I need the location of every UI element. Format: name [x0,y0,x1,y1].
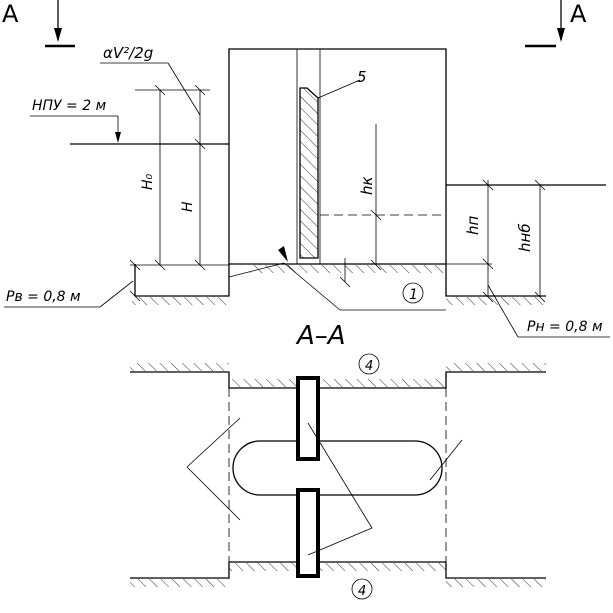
pn-label: Pн = 0,8 м [527,319,603,335]
gate-item-5 [299,87,319,259]
hnb-label: hнб [516,223,534,252]
section-aa-view: А–А 4 4 [130,321,546,600]
hp-label: hп [464,215,482,235]
section-marker-left: А [2,0,75,48]
npu-label: НПУ = 2 м [32,98,107,114]
structure-outline [135,48,546,297]
hk-label: hк [358,176,376,195]
item-4-top-label: 4 [365,359,373,374]
item-5-label: 5 [357,68,367,86]
h0-label: Н₀ [140,173,156,190]
h-label: Н [180,201,196,212]
item-1-label: 1 [409,287,418,303]
elevation-view: А А 5 [2,0,610,338]
section-letter-left: А [2,0,19,28]
velocity-head-label: αV²/2g [103,44,153,62]
pv-label: Pв = 0,8 м [6,289,81,305]
section-marker-right: А [525,0,587,48]
item-4-bottom-label: 4 [358,584,366,599]
section-letter-right: А [570,0,587,28]
section-title: А–А [295,321,346,351]
central-pier [232,440,443,496]
